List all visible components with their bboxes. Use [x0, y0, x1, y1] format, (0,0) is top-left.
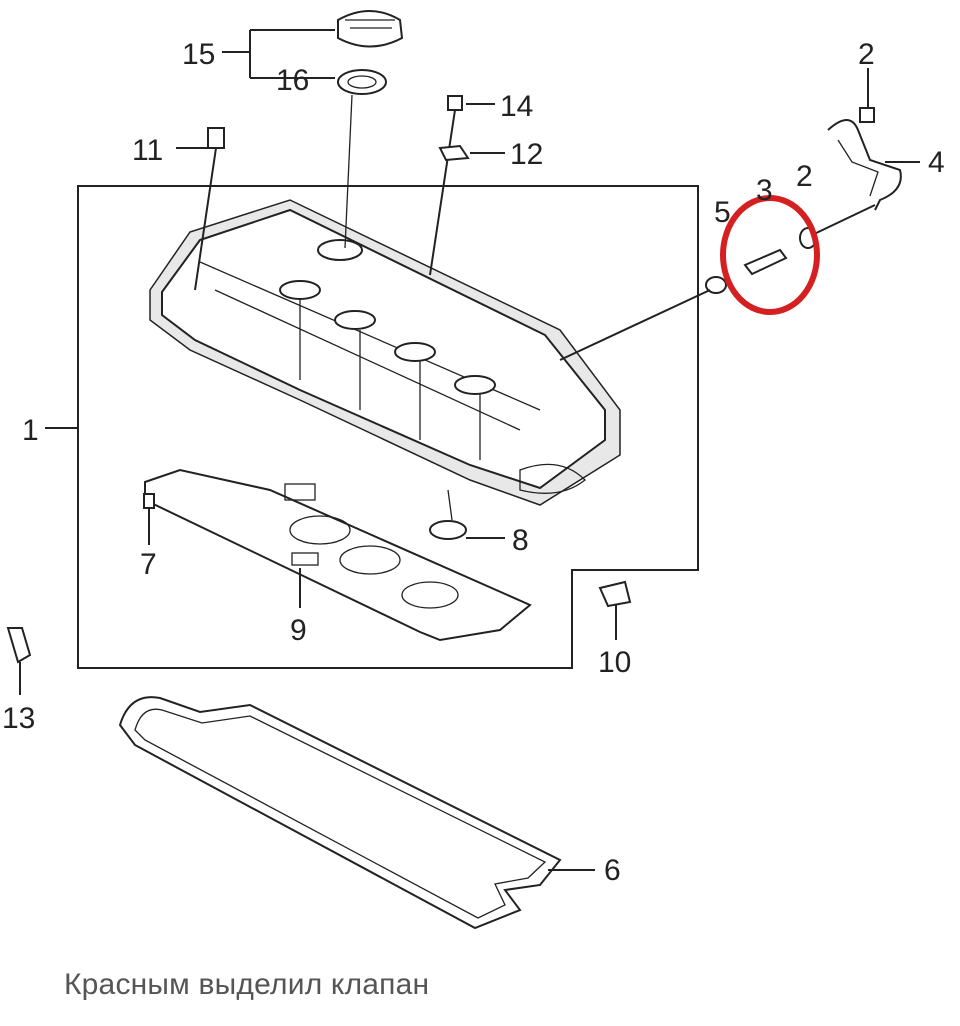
exploded-parts-diagram: 15 16 11 14 12 2 4 2 3 5 1 7 8 9 10 13 6: [2, 10, 945, 930]
upper-gasket: [144, 468, 532, 642]
callout-4: 4: [928, 146, 945, 179]
grommet-10: [598, 580, 632, 608]
bolt-11: [194, 127, 225, 291]
callout-6: 6: [604, 854, 621, 887]
seal-8: [429, 489, 467, 540]
filler-cap-seal: [337, 69, 387, 249]
valve-cover: [149, 199, 621, 506]
callout-12: 12: [510, 138, 543, 171]
callout-13: 13: [2, 702, 35, 735]
clamp-2a: [859, 107, 875, 123]
caption: Красным выделил клапан: [64, 968, 430, 1001]
assembly-frame: [77, 185, 699, 669]
callout-9: 9: [290, 614, 307, 647]
oil-filler-cap: [337, 10, 404, 48]
sensor-13: [6, 627, 32, 664]
pcv-valve: [743, 248, 788, 276]
bolt-14: [429, 95, 463, 276]
breather-hose: [811, 119, 902, 236]
leader-lines: [19, 29, 920, 871]
callout-7: 7: [140, 548, 157, 581]
callout-15: 15: [182, 38, 215, 71]
callout-1: 1: [22, 414, 39, 447]
bolt-7: [143, 493, 155, 509]
callout-14: 14: [500, 90, 533, 123]
callout-11: 11: [132, 134, 163, 167]
callout-3: 3: [756, 174, 773, 207]
callout-2b: 2: [796, 160, 813, 193]
callout-8: 8: [512, 524, 529, 557]
callout-16: 16: [276, 64, 309, 97]
lower-gasket: [118, 696, 562, 930]
callout-5: 5: [714, 196, 731, 229]
clip-12: [438, 144, 470, 162]
callout-10: 10: [598, 646, 631, 679]
grommet-5: [559, 276, 727, 361]
callout-2a: 2: [858, 38, 875, 71]
highlight-circle: [720, 195, 820, 315]
